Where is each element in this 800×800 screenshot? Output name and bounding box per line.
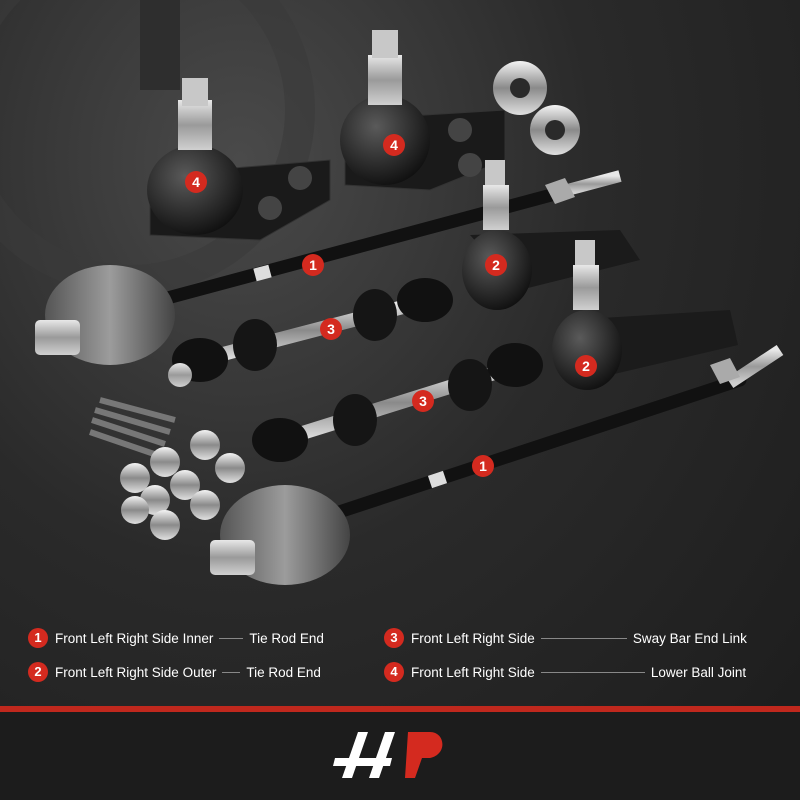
washers <box>493 61 580 155</box>
badge-sway-bar-lower: 3 <box>412 390 434 412</box>
badge-inner-tie-rod-lower: 1 <box>472 455 494 477</box>
legend-item-3: 3 Front Left Right Side Sway Bar End Lin… <box>384 626 747 650</box>
legend-part: Front Left Right Side Outer <box>55 664 217 680</box>
badge-sway-bar-upper: 3 <box>320 318 342 340</box>
badge-ball-joint-right: 4 <box>383 134 405 156</box>
legend-divider <box>219 637 244 639</box>
legend-part: Front Left Right Side Inner <box>55 630 214 646</box>
legend-item-2: 2 Front Left Right Side Outer Tie Rod En… <box>28 660 321 684</box>
legend-type: Tie Rod End <box>246 664 321 680</box>
legend-type: Tie Rod End <box>249 630 324 646</box>
legend-item-1: 1 Front Left Right Side Inner Tie Rod En… <box>28 626 324 650</box>
legend-number: 3 <box>384 628 404 648</box>
sway-bar-link-upper <box>168 278 453 387</box>
parts-illustration <box>0 0 784 585</box>
accent-stripe <box>0 706 800 712</box>
inner-tie-rod-lower <box>210 344 784 585</box>
legend-divider <box>540 671 645 673</box>
legend-part: Front Left Right Side <box>411 664 535 680</box>
legend-divider <box>222 671 241 673</box>
parts-legend: 1 Front Left Right Side Inner Tie Rod En… <box>0 618 800 708</box>
outer-tie-rod-lower <box>552 240 738 390</box>
inner-tie-rod-upper <box>35 170 622 365</box>
ball-joint-right <box>340 30 506 191</box>
badge-outer-tie-rod-upper: 2 <box>485 254 507 276</box>
legend-part: Front Left Right Side <box>411 630 535 646</box>
badge-ball-joint-left: 4 <box>185 171 207 193</box>
hardware-bolts <box>89 397 176 459</box>
footer <box>0 712 800 800</box>
hardware-nuts <box>120 430 245 540</box>
legend-divider <box>540 637 627 639</box>
legend-type: Lower Ball Joint <box>650 664 747 680</box>
brand-logo <box>333 732 443 778</box>
legend-item-4: 4 Front Left Right Side Lower Ball Joint <box>384 660 746 684</box>
sway-bar-link-lower <box>252 343 543 462</box>
badge-outer-tie-rod-lower: 2 <box>575 355 597 377</box>
legend-number: 4 <box>384 662 404 682</box>
badge-inner-tie-rod-upper: 1 <box>302 254 324 276</box>
legend-number: 2 <box>28 662 48 682</box>
legend-type: Sway Bar End Link <box>632 630 747 646</box>
legend-number: 1 <box>28 628 48 648</box>
